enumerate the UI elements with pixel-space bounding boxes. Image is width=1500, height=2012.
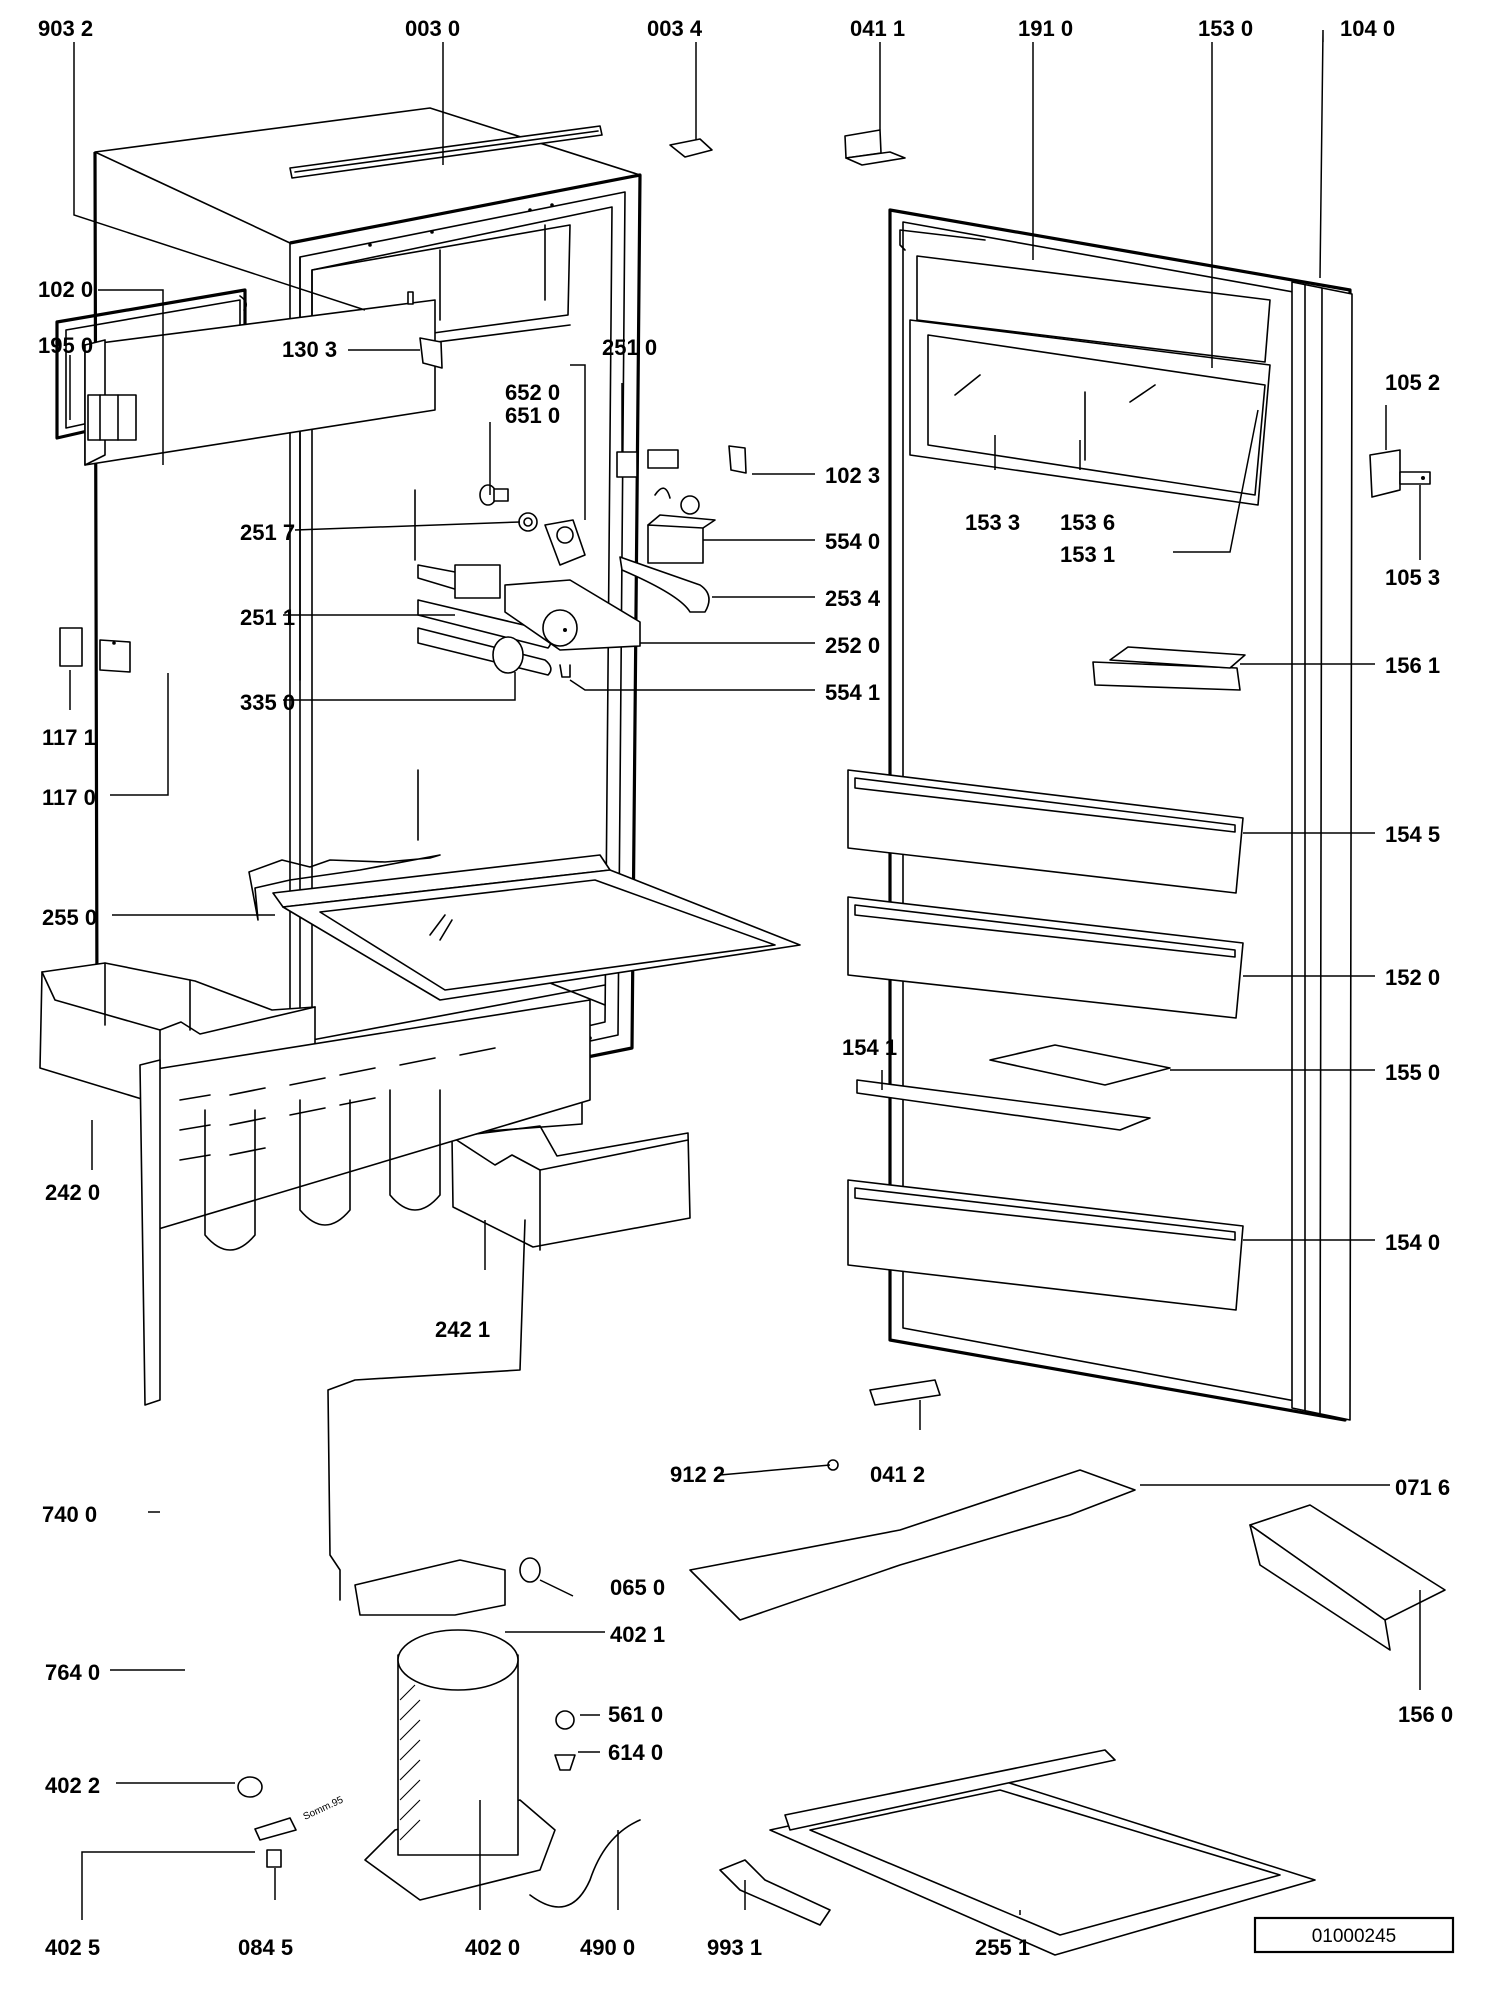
label-614-0: 614 0 <box>608 1740 663 1765</box>
label-153-6: 153 6 <box>1060 510 1115 535</box>
label-104-0: 104 0 <box>1340 16 1395 41</box>
label-242-0: 242 0 <box>45 1180 100 1205</box>
label-154-0: 154 0 <box>1385 1230 1440 1255</box>
label-065-0: 065 0 <box>610 1575 665 1600</box>
label-154-5: 154 5 <box>1385 822 1440 847</box>
label-490-0: 490 0 <box>580 1935 635 1960</box>
label-156-0: 156 0 <box>1398 1702 1453 1727</box>
label-335-0: 335 0 <box>240 690 295 715</box>
part-labels: 903 2 003 0 003 4 041 1 191 0 153 0 104 … <box>38 16 1453 1960</box>
upper-hardware <box>669 129 906 166</box>
control-components <box>419 337 747 678</box>
label-255-1: 255 1 <box>975 1935 1030 1960</box>
label-041-1: 041 1 <box>850 16 905 41</box>
label-652-0: 652 0 <box>505 380 560 405</box>
label-903-2: 903 2 <box>38 16 93 41</box>
reference-number: 01000245 <box>1312 1926 1397 1947</box>
label-251-7: 251 7 <box>240 520 295 545</box>
label-912-2: 912 2 <box>670 1462 725 1487</box>
label-255-0: 255 0 <box>42 905 97 930</box>
label-156-1: 156 1 <box>1385 653 1440 678</box>
label-155-0: 155 0 <box>1385 1060 1440 1085</box>
freezer-hinge-parts <box>59 627 131 673</box>
label-105-2: 105 2 <box>1385 370 1440 395</box>
label-102-0: 102 0 <box>38 277 93 302</box>
label-117-1: 117 1 <box>42 725 96 750</box>
label-154-1: 154 1 <box>842 1035 897 1060</box>
label-084-5: 084 5 <box>238 1935 293 1960</box>
label-252-0: 252 0 <box>825 633 880 658</box>
label-041-2: 041 2 <box>870 1462 925 1487</box>
label-117-0: 117 0 <box>42 785 96 810</box>
freezer-door-assembly <box>55 288 436 466</box>
label-130-3: 130 3 <box>282 337 337 362</box>
compressor-assembly <box>327 1219 556 1901</box>
label-402-1: 402 1 <box>610 1622 665 1647</box>
label-740-0: 740 0 <box>42 1502 97 1527</box>
label-105-3: 105 3 <box>1385 565 1440 590</box>
compressor-hatching <box>399 1684 421 1841</box>
label-554-1: 554 1 <box>825 680 880 705</box>
label-191-0: 191 0 <box>1018 16 1073 41</box>
leader-lines <box>69 29 1421 1920</box>
label-402-0: 402 0 <box>465 1935 520 1960</box>
label-554-0: 554 0 <box>825 529 880 554</box>
label-561-0: 561 0 <box>608 1702 663 1727</box>
bottom-parts <box>237 1379 1446 1956</box>
label-003-0: 003 0 <box>405 16 460 41</box>
label-242-1: 242 1 <box>435 1317 490 1342</box>
label-251-0: 251 0 <box>602 335 657 360</box>
label-153-1: 153 1 <box>1060 542 1115 567</box>
label-003-4: 003 4 <box>647 16 703 41</box>
label-153-0: 153 0 <box>1198 16 1253 41</box>
glass-shelf-upper <box>248 854 801 1001</box>
lower-hinge-parts <box>1369 449 1431 498</box>
reference-box: 01000245 <box>1253 1916 1455 1954</box>
label-402-2: 402 2 <box>45 1773 100 1798</box>
label-102-3: 102 3 <box>825 463 880 488</box>
label-402-5: 402 5 <box>45 1935 100 1960</box>
refrigerator-door <box>888 208 1353 1422</box>
label-153-3: 153 3 <box>965 510 1020 535</box>
label-195-0: 195 0 <box>38 333 93 358</box>
label-993-1: 993 1 <box>707 1935 762 1960</box>
label-253-4: 253 4 <box>825 586 881 611</box>
door-shelves <box>847 646 1246 1311</box>
condenser-fins <box>179 1047 496 1161</box>
label-764-0: 764 0 <box>45 1660 100 1685</box>
handwritten-note: Somm.95 <box>302 1794 346 1822</box>
label-071-6: 071 6 <box>1395 1475 1450 1500</box>
label-251-1: 251 1 <box>240 605 295 630</box>
condenser <box>139 999 591 1406</box>
label-651-0: 651 0 <box>505 403 560 428</box>
label-152-0: 152 0 <box>1385 965 1440 990</box>
